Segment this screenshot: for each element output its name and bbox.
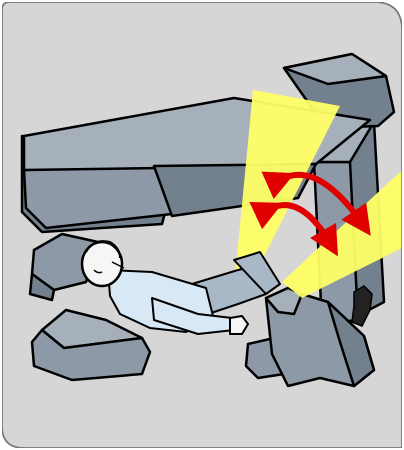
illustration-panel bbox=[2, 2, 402, 448]
rockfall-scene-illustration bbox=[2, 2, 402, 448]
illustration-page bbox=[0, 0, 404, 450]
